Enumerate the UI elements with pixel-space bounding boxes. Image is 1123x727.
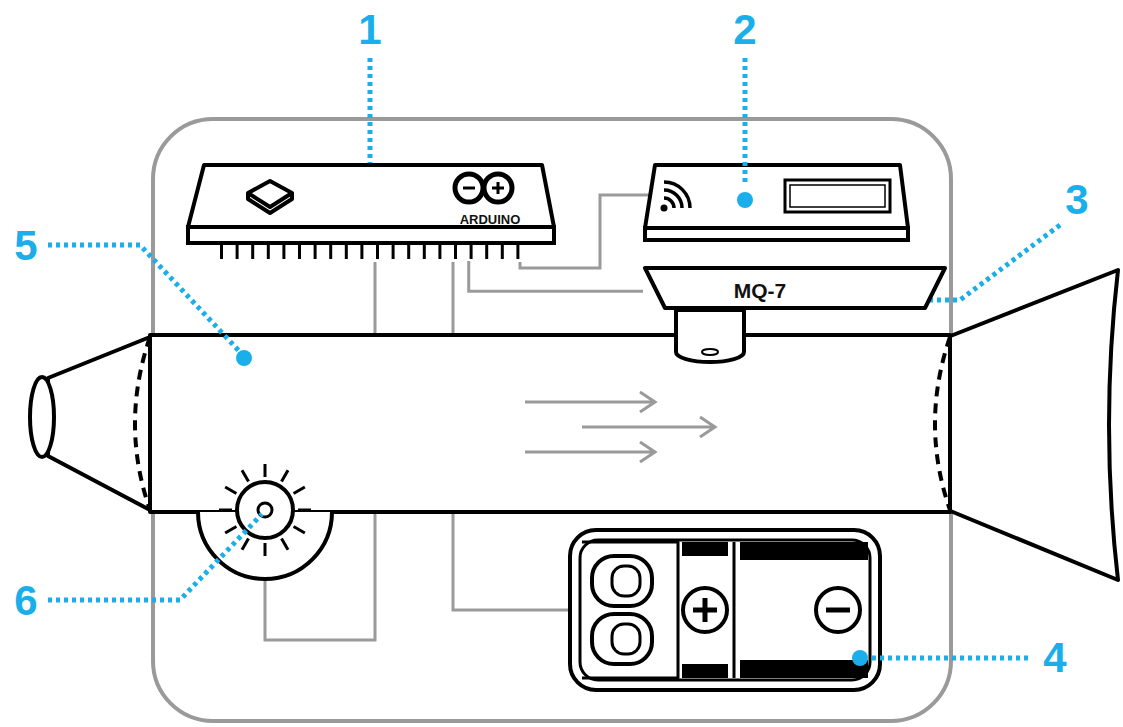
callout-number: 1: [358, 9, 381, 51]
callout-dots: [236, 192, 888, 666]
battery: [570, 530, 880, 690]
callout-number: 6: [14, 580, 37, 622]
tube-joint: [135, 337, 150, 510]
wifi-module: [645, 165, 908, 240]
sensor-head: [676, 310, 744, 362]
exhaust-funnel: [948, 270, 1118, 580]
node-outline: [643, 266, 947, 312]
node-label: ARDUINO: [460, 213, 521, 226]
mq7-sensor-module: MQ-7: [643, 266, 947, 312]
callout-number: 4: [1043, 637, 1066, 679]
tube: [30, 270, 1118, 580]
callout-number: 3: [1065, 179, 1088, 221]
callout-number: 5: [14, 225, 37, 267]
tube-joint: [935, 337, 950, 510]
arduino-board: ARDUINO: [186, 163, 558, 265]
mouthpiece: [48, 337, 150, 510]
node-label: MQ-7: [734, 280, 787, 301]
sensor-wire: [469, 261, 643, 291]
leader-lines: [48, 58, 1060, 658]
airflow-arrows: [525, 392, 715, 462]
callout-number: 2: [733, 9, 756, 51]
mouthpiece-opening: [30, 377, 54, 457]
